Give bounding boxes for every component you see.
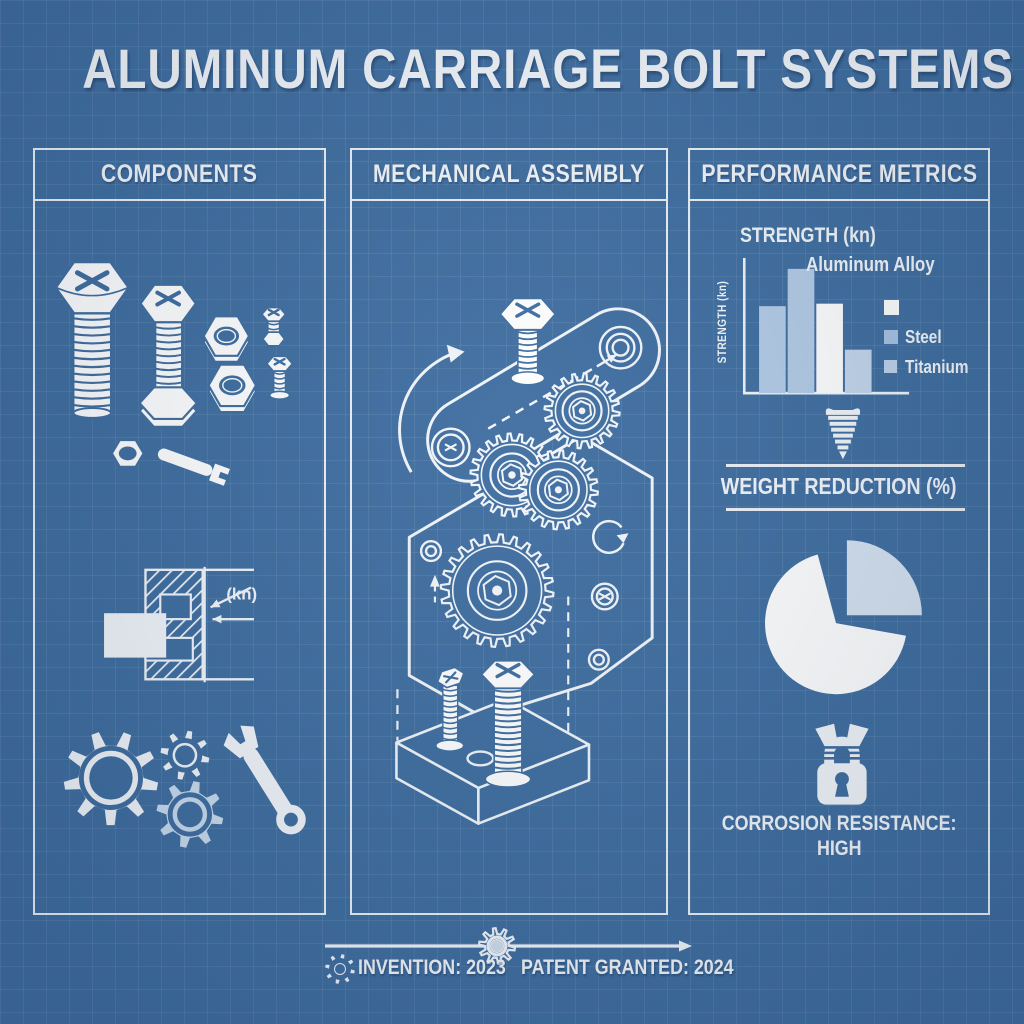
divider-line — [726, 464, 965, 467]
weight-reduction-heading: WEIGHT REDUCTION (%) — [721, 473, 957, 499]
metrics-illustration — [742, 258, 922, 805]
rotation-circle-arrow — [590, 519, 629, 611]
projection-dashed-lines — [396, 574, 570, 753]
rotation-arc-arrow — [398, 344, 465, 473]
small-screws-icon — [260, 306, 294, 400]
assembly-body-plate — [407, 435, 654, 719]
panel-components-header: COMPONENTS — [35, 150, 324, 201]
kn-annotation: (kn) — [226, 584, 257, 603]
medium-hex-bolt-icon — [138, 283, 199, 428]
page-title: ALUMINUM CARRIAGE BOLT SYSTEMS — [82, 37, 1014, 100]
legend-titanium-swatch — [884, 360, 897, 373]
top-bolt-icon — [498, 297, 557, 386]
patent-granted-label: PATENT GRANTED: 2024 — [521, 956, 734, 979]
gear-icon — [160, 730, 210, 780]
panel-assembly: MECHANICAL ASSEMBLY — [350, 148, 668, 915]
bar-chart-bars — [759, 268, 872, 394]
panel-metrics: PERFORMANCE METRICS STRENGTH (kn) STRENG… — [688, 148, 990, 915]
bar-1 — [759, 306, 786, 394]
legend-titanium-label: Titanium — [905, 357, 969, 377]
gear-icon — [517, 449, 600, 531]
pie-slice-main — [765, 554, 907, 695]
legend-steel-swatch — [884, 330, 898, 344]
strength-y-axis-label: STRENGTH (kn) — [717, 280, 729, 364]
panel-assembly-header: MECHANICAL ASSEMBLY — [352, 150, 666, 201]
legend-steel-label: Steel — [905, 327, 942, 347]
panel-metrics-header: PERFORMANCE METRICS — [690, 150, 988, 201]
gear-icon — [325, 954, 355, 984]
bar-3 — [816, 303, 843, 394]
footer-timeline — [325, 926, 692, 984]
base-plate — [395, 697, 591, 825]
gear-icon — [63, 732, 159, 826]
screw-icon — [825, 408, 861, 460]
hex-nuts-icon — [202, 315, 258, 413]
divider-line — [726, 508, 965, 511]
invention-gear-icon — [325, 954, 355, 984]
bar-2 — [787, 268, 815, 394]
legend-aluminum-swatch — [884, 300, 899, 315]
base-small-bolt-icon — [435, 666, 465, 752]
timeline-gear-icon — [477, 926, 517, 966]
gear-icon — [439, 533, 555, 649]
corrosion-resistance-value: HIGH — [816, 837, 862, 860]
components-illustration: (kn) — [54, 260, 306, 848]
gears-and-wrench-icon — [63, 725, 306, 848]
small-nut-and-key-icon — [110, 439, 230, 486]
assembly-illustration — [395, 297, 661, 825]
invention-label: INVENTION: 2023 — [358, 956, 506, 979]
gear-icon — [543, 372, 621, 450]
pie-slice-exploded — [846, 540, 922, 616]
panel-components: COMPONENTS (kn) — [33, 148, 326, 915]
base-large-bolt-icon — [479, 659, 537, 788]
large-hex-bolt-icon — [54, 260, 131, 419]
cross-section-diagram: (kn) — [104, 566, 257, 683]
legend-aluminum-alloy-label: Aluminum Alloy — [806, 254, 935, 276]
strength-chart-title: STRENGTH (kn) — [740, 224, 876, 247]
corrosion-resistance-label: CORROSION RESISTANCE: — [721, 812, 957, 835]
pie-chart — [765, 540, 922, 695]
bar-4 — [844, 349, 872, 394]
wrench-icon — [223, 725, 306, 835]
gear-icon — [156, 781, 224, 848]
padlock-icon — [815, 723, 869, 805]
